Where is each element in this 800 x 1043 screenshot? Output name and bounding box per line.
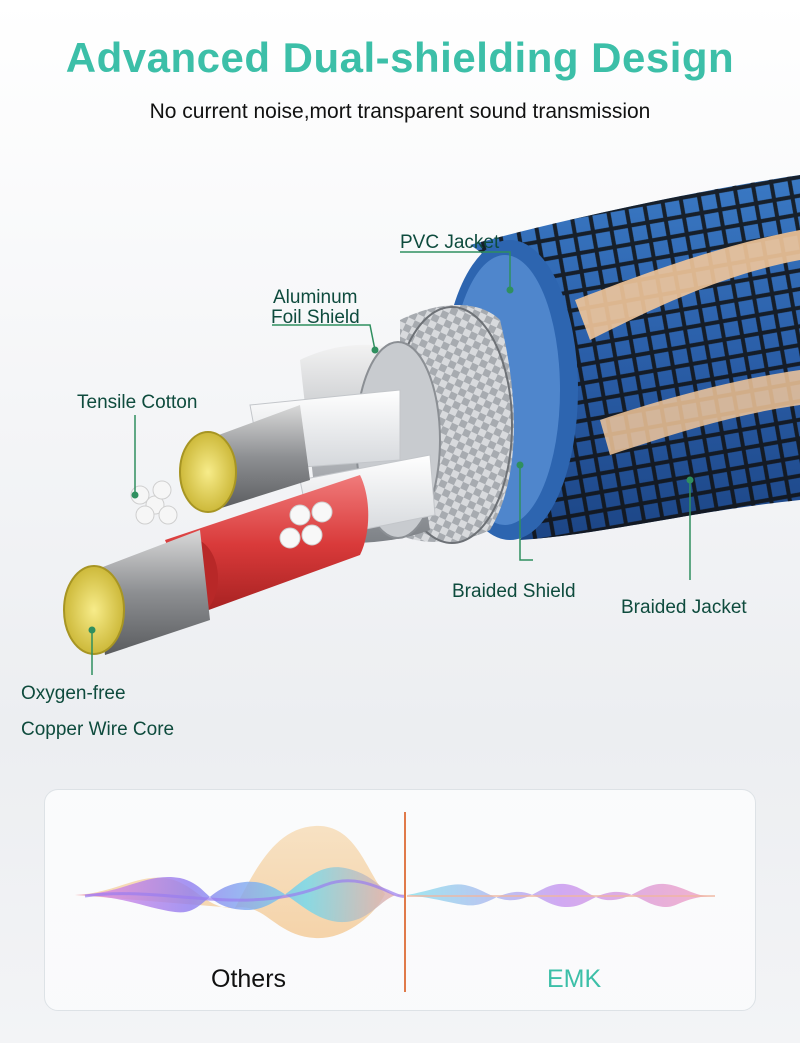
tensile-cotton-fibers [130, 480, 333, 549]
callout-copper-line2: Copper Wire Core [21, 719, 175, 740]
cable-cross-section-image [63, 175, 800, 675]
callout-dots [88, 286, 694, 634]
comparison-label-emk: EMK [547, 965, 602, 993]
stranded-core-top [179, 405, 310, 513]
comparison-label-others: Others [211, 965, 287, 993]
page-subtitle: No current noise,mort transparent sound … [149, 100, 651, 123]
callout-braided-shield: Braided Shield [452, 581, 576, 602]
noise-comparison-panel: Others EMK [44, 789, 756, 1011]
wave-others [75, 825, 406, 939]
page-title: Advanced Dual-shielding Design [65, 34, 735, 81]
callout-braided-jacket: Braided Jacket [621, 597, 747, 618]
callout-aluminum-line1: Aluminum [273, 287, 358, 308]
stranded-core-bottom [63, 530, 210, 655]
wave-emk [407, 883, 715, 908]
callout-leader-lines [91, 251, 691, 675]
comparison-divider [404, 812, 406, 992]
cable-illustration: PVC Jacket Aluminum Foil Shield Tensile … [0, 150, 800, 770]
callout-copper-line1: Oxygen-free [21, 683, 126, 704]
callout-aluminum-line2: Foil Shield [271, 307, 360, 328]
sound-wave-graphic [75, 825, 715, 939]
callout-tensile-cotton: Tensile Cotton [77, 392, 198, 413]
callout-pvc-jacket: PVC Jacket [400, 232, 500, 253]
